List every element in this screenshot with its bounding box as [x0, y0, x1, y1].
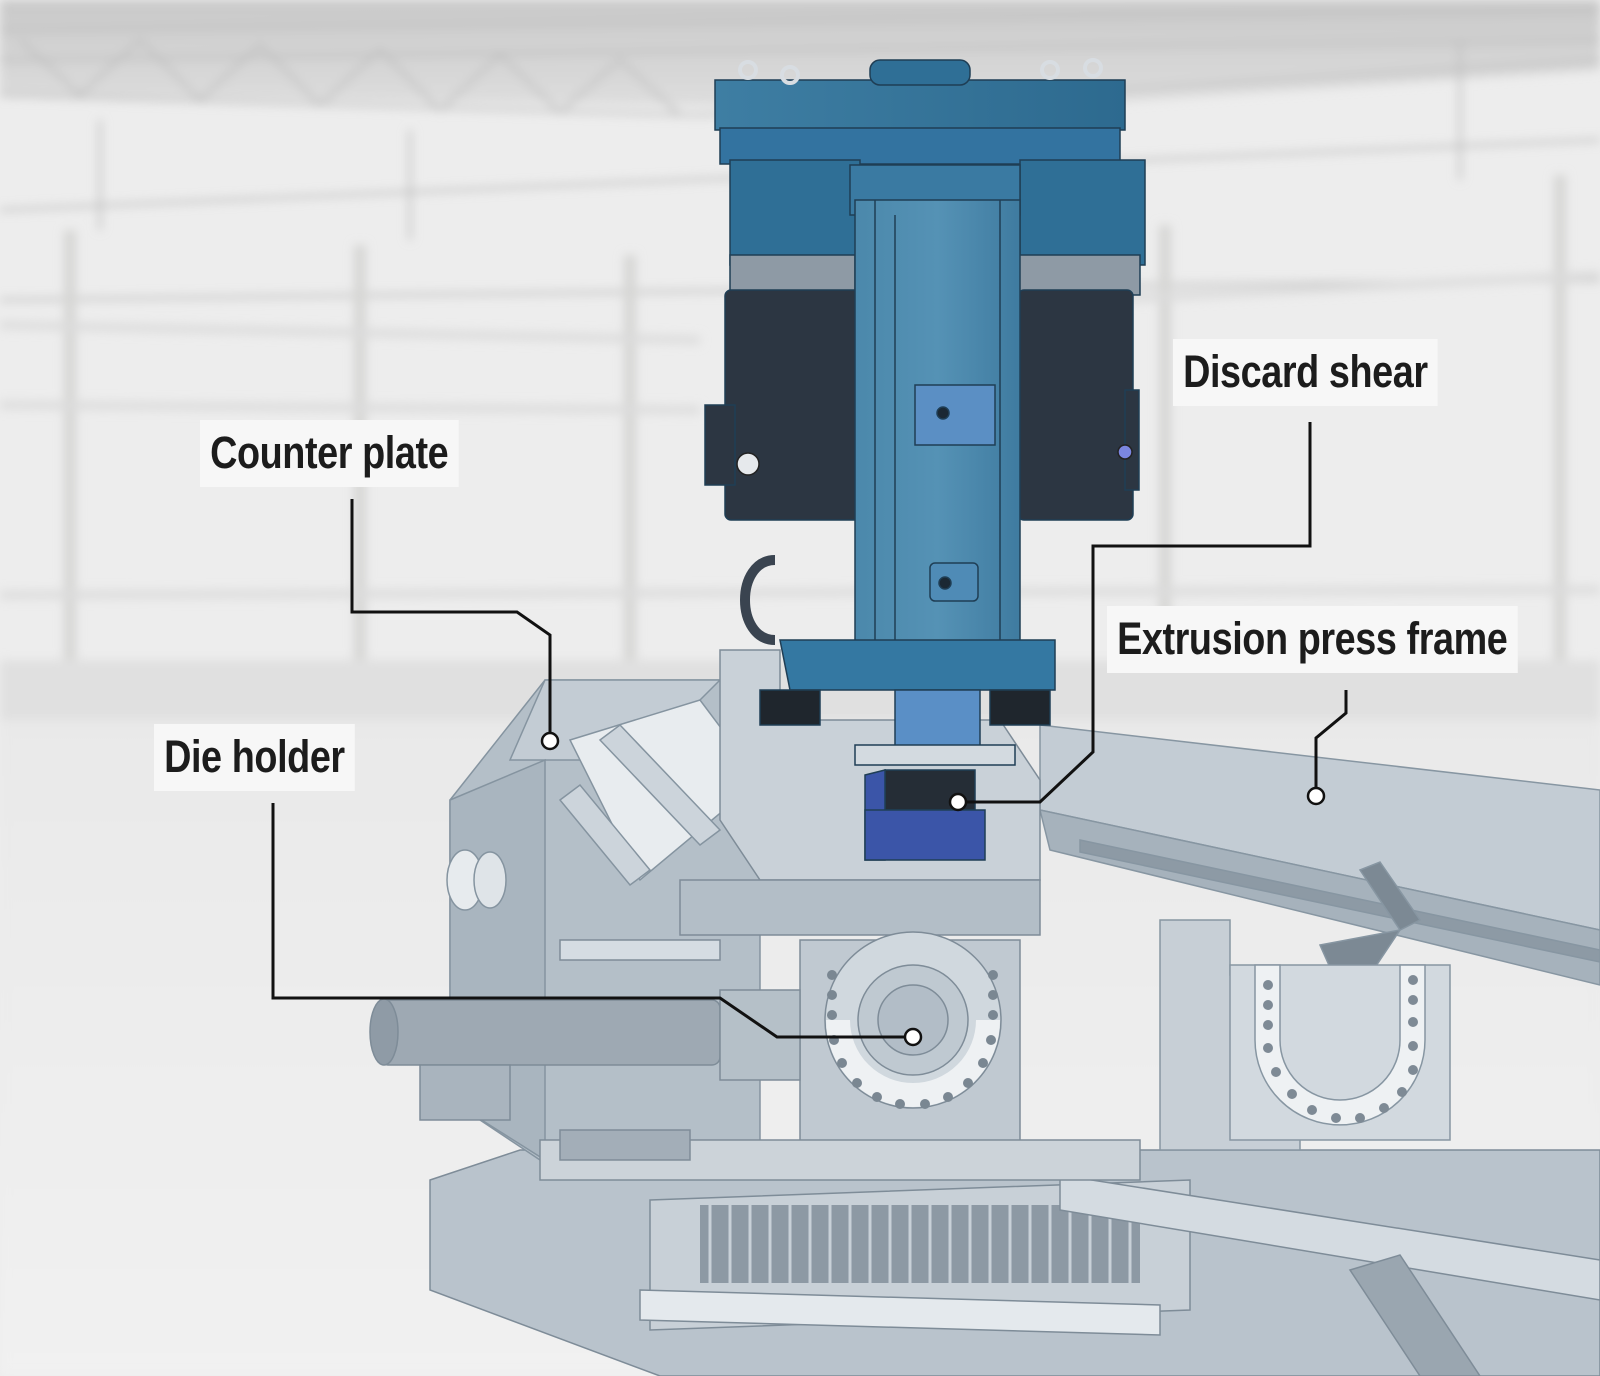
label-counter-plate: Counter plate	[200, 420, 459, 487]
label-die-holder: Die holder	[154, 724, 355, 791]
container-holder-right	[1159, 919, 1451, 1151]
label-extrusion-press-frame: Extrusion press frame	[1107, 606, 1518, 673]
label-discard-shear: Discard shear	[1173, 339, 1438, 406]
press-frame-beam	[1038, 724, 1600, 991]
press-base	[429, 1149, 1600, 1376]
discard-shear-unit	[704, 58, 1146, 861]
